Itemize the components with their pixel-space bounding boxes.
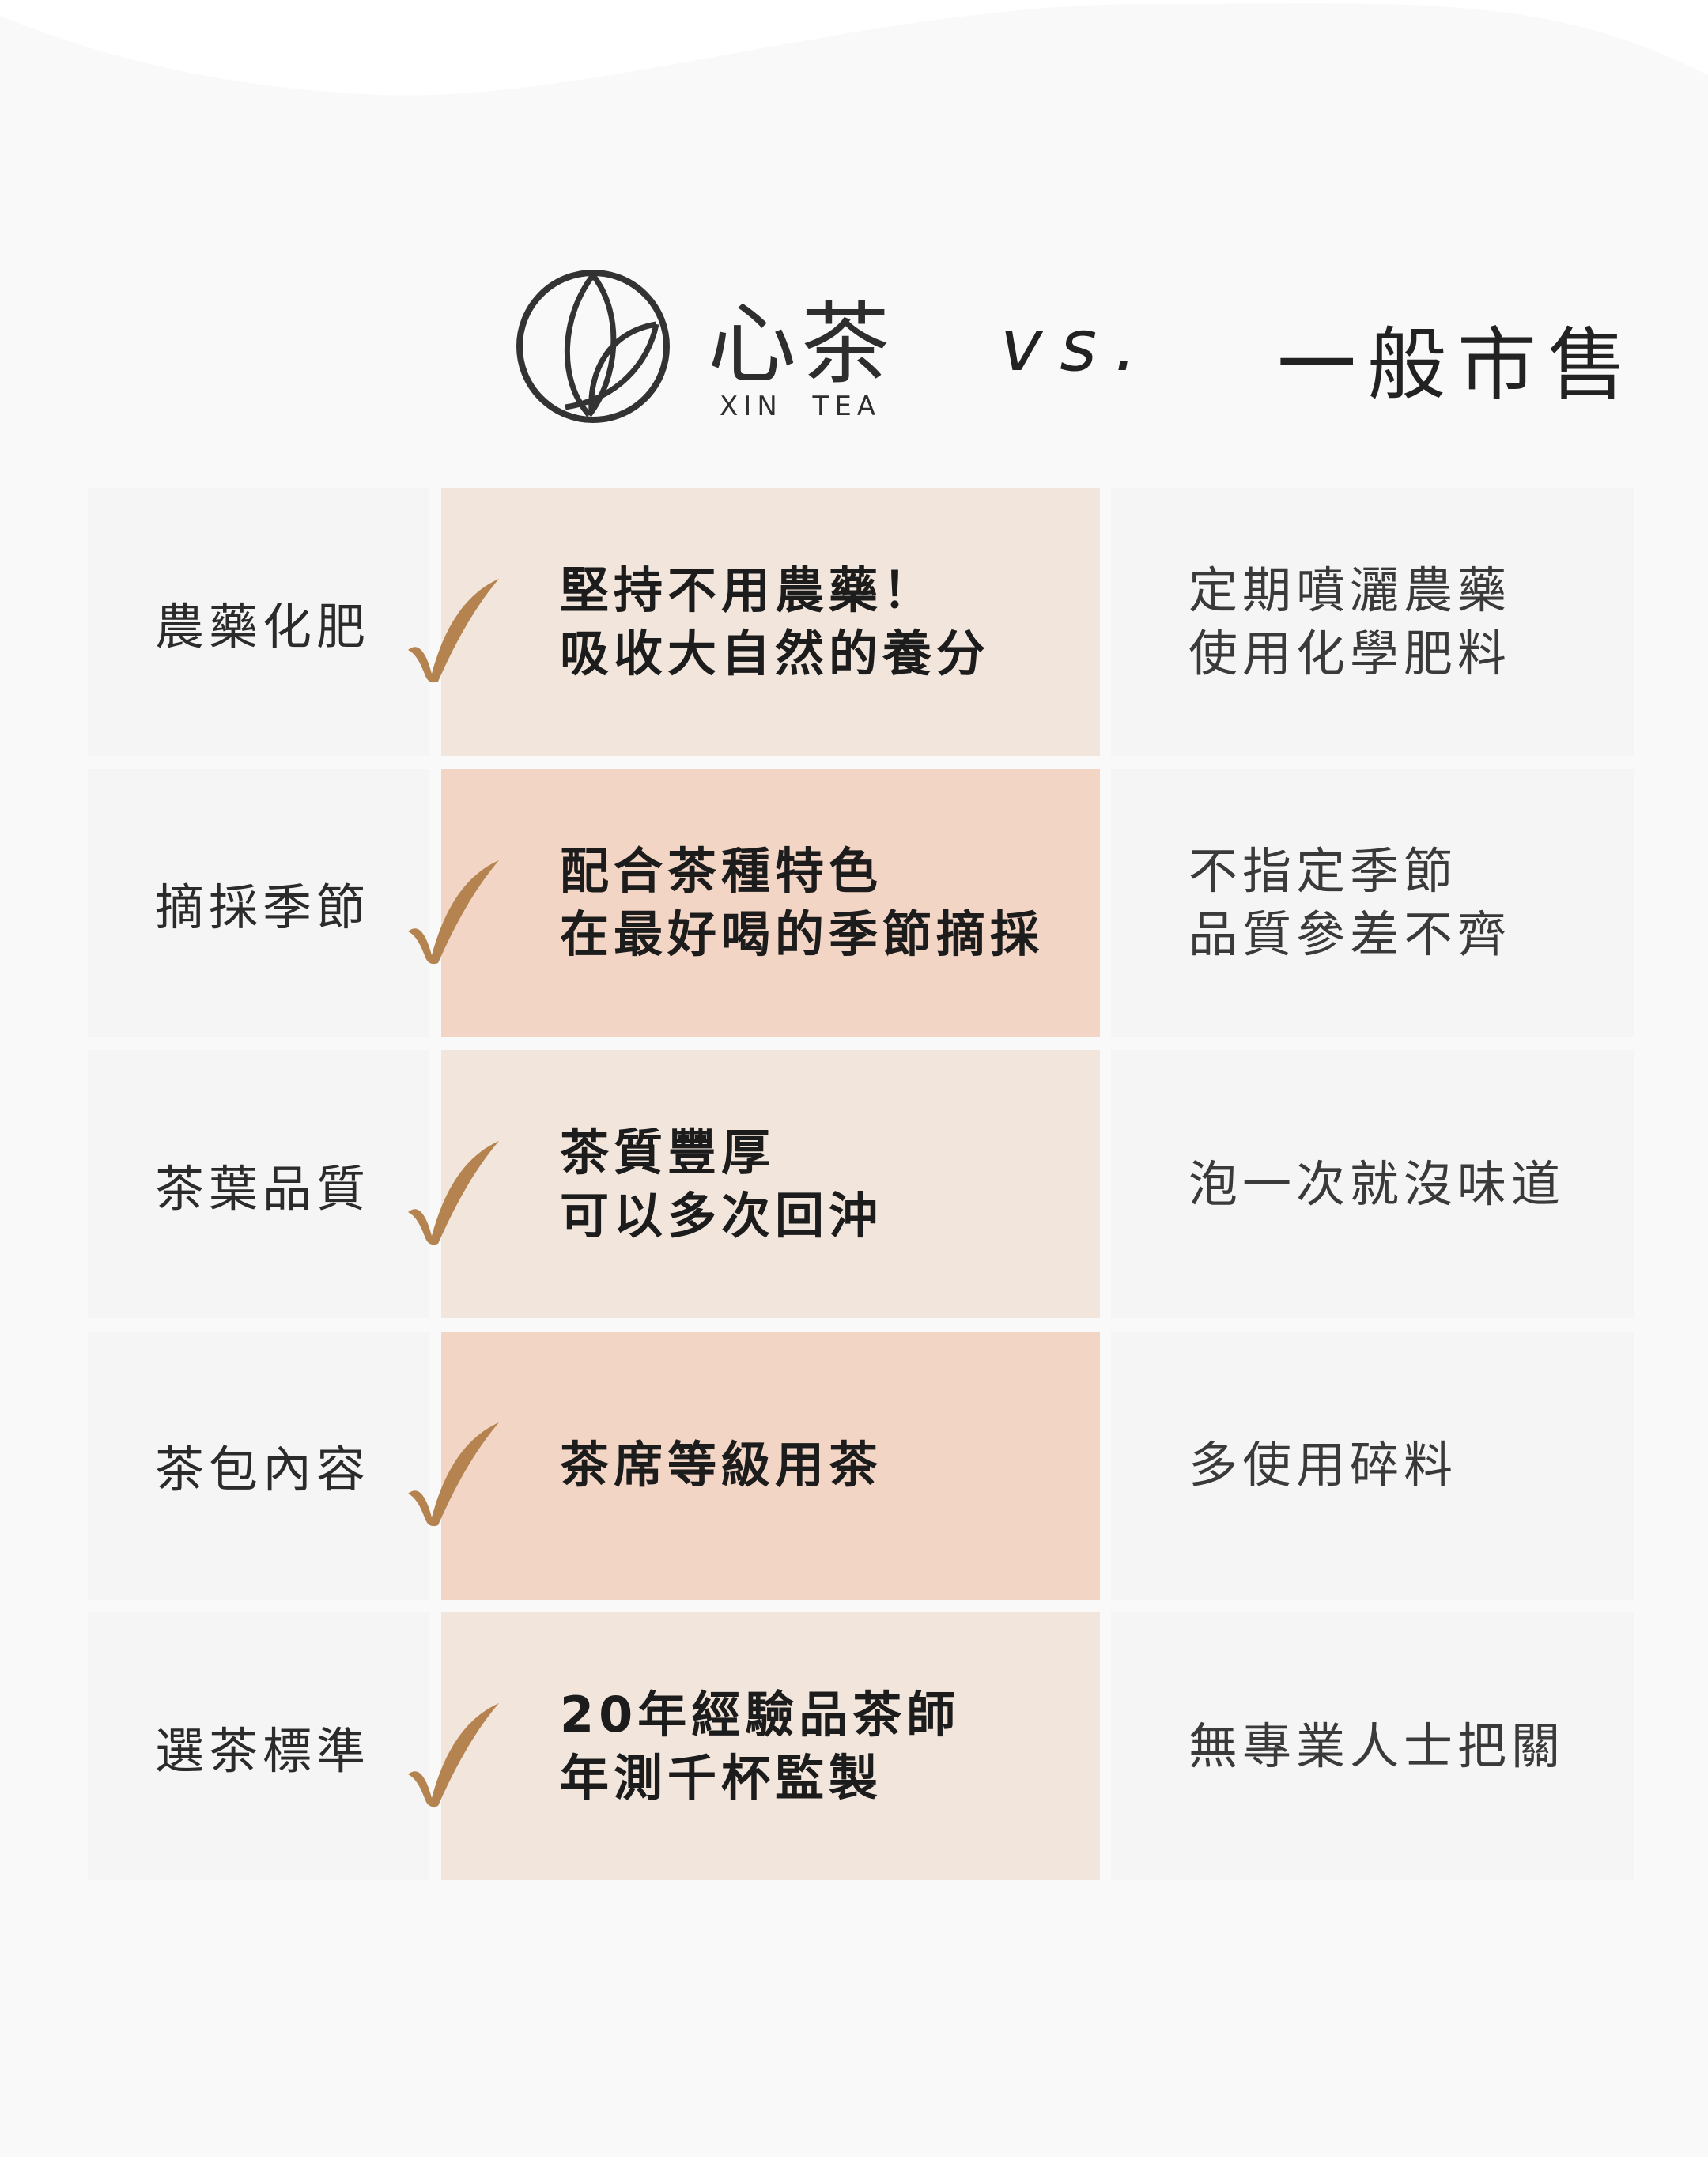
market-text: 不指定季節 品質參差不齊 [1188,842,1512,963]
criterion-label: 茶葉品質 [155,1159,371,1218]
market-cell: 多使用碎料 [1111,1331,1634,1600]
criterion-label: 摘採季節 [155,878,371,936]
background-wave [0,0,1708,96]
comparison-row: 茶葉品質 茶質豐厚 可以多次回沖 泡一次就沒味道 [88,1050,1634,1318]
comparison-row: 農藥化肥 堅持不用農藥！ 吸收大自然的養分 定期噴灑農藥 使用化學肥料 [88,488,1634,756]
versus-label: vs. [1000,304,1154,387]
xin-tea-logo-icon [516,270,670,423]
checkmark-icon [408,1141,499,1245]
xin-tea-cell: 配合茶種特色 在最好喝的季節摘採 [441,769,1100,1037]
market-cell: 不指定季節 品質參差不齊 [1111,769,1634,1037]
market-text: 定期噴灑農藥 使用化學肥料 [1188,561,1512,682]
comparison-row: 選茶標準 20年經驗品茶師 年測千杯監製 無專業人士把關 [88,1612,1634,1880]
criterion-cell: 茶葉品質 [88,1050,429,1318]
comparison-row: 摘採季節 配合茶種特色 在最好喝的季節摘採 不指定季節 品質參差不齊 [88,769,1634,1037]
criterion-label: 選茶標準 [155,1721,371,1780]
xin-tea-cell: 茶席等級用茶 [441,1331,1100,1600]
competitor-label: 一般市售 [1277,319,1638,411]
market-cell: 泡一次就沒味道 [1111,1050,1634,1318]
brand-name-en: XIN TEA [720,391,882,422]
xin-tea-text: 茶質豐厚 可以多次回沖 [560,1123,883,1245]
market-cell: 無專業人士把關 [1111,1612,1634,1880]
brand-name-zh: 心茶 [708,293,894,396]
criterion-label: 茶包內容 [155,1441,371,1498]
checkmark-icon [408,1422,499,1526]
criterion-label: 農藥化肥 [155,597,371,655]
market-cell: 定期噴灑農藥 使用化學肥料 [1111,488,1634,756]
xin-tea-cell: 20年經驗品茶師 年測千杯監製 [441,1612,1100,1880]
market-text: 無專業人士把關 [1188,1717,1566,1775]
xin-tea-text: 配合茶種特色 在最好喝的季節摘採 [560,842,1045,963]
checkmark-icon [408,859,499,964]
xin-tea-cell: 堅持不用農藥！ 吸收大自然的養分 [441,488,1100,756]
checkmark-icon [408,579,499,683]
xin-tea-cell: 茶質豐厚 可以多次回沖 [441,1050,1100,1318]
criterion-cell: 選茶標準 [88,1612,429,1880]
checkmark-icon [408,1703,499,1808]
market-text: 泡一次就沒味道 [1188,1154,1566,1213]
market-text: 多使用碎料 [1188,1436,1458,1494]
xin-tea-text: 茶席等級用茶 [560,1436,883,1494]
criterion-cell: 摘採季節 [88,769,429,1037]
criterion-cell: 農藥化肥 [88,488,429,756]
xin-tea-text: 堅持不用農藥！ 吸收大自然的養分 [560,561,991,682]
xin-tea-text: 20年經驗品茶師 年測千杯監製 [560,1685,961,1807]
criterion-cell: 茶包內容 [88,1331,429,1600]
comparison-row: 茶包內容 茶席等級用茶 多使用碎料 [88,1331,1634,1600]
